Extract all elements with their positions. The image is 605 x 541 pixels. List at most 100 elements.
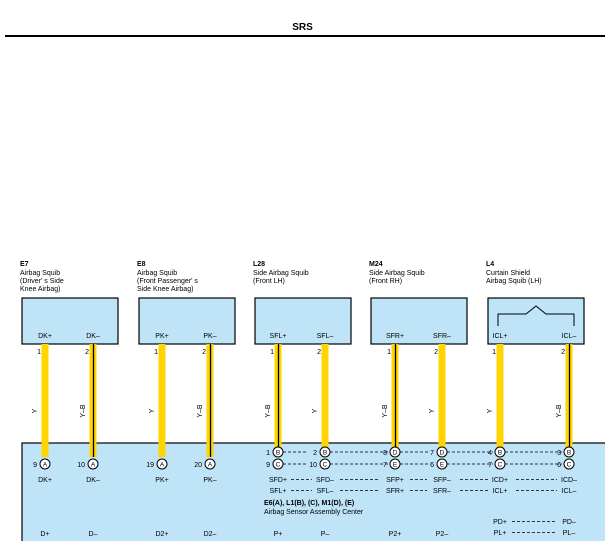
ecu-pin-number: 6: [430, 462, 434, 469]
header-rule: [5, 35, 605, 37]
ecu-internal-label: SFL–: [317, 488, 334, 495]
ecu-bottom-label: P2+: [389, 531, 402, 538]
component-pin-label: SFR–: [433, 333, 451, 340]
component-name-line: Knee Airbag): [20, 286, 60, 293]
component-pin-number: 2: [561, 349, 565, 356]
component-box: [254, 297, 352, 345]
component-name-line: Airbag Squib: [20, 270, 60, 277]
ecu-bottom-label: P2–: [436, 531, 449, 538]
ecu-internal-label: SFP–: [433, 477, 451, 484]
connector-letter: A: [43, 462, 48, 469]
ecu-internal-label: PD+: [493, 519, 507, 526]
component-name-line: (Front Passenger' s: [137, 278, 198, 285]
wire: [41, 344, 49, 457]
connector-circle: [156, 458, 168, 470]
component-pin-label: PK+: [155, 333, 168, 340]
component-pin-number: 1: [154, 349, 158, 356]
ecu-pin-label: PK+: [155, 477, 168, 484]
connector-letter: A: [160, 462, 165, 469]
wire: [321, 344, 329, 457]
ecu-bottom-label: D2–: [204, 531, 217, 538]
component-name-line: Airbag Squib: [137, 270, 177, 277]
connector-letter: B: [323, 450, 327, 457]
ecu-pin-number: 20: [194, 462, 202, 469]
connector-letter: B: [567, 450, 571, 457]
ecu-pin-number: 4: [488, 450, 492, 457]
ecu-pin-number: 6: [557, 462, 561, 469]
connector-circle: [204, 458, 216, 470]
wire-color-label: Y–B: [265, 404, 272, 418]
component-box: [138, 297, 236, 345]
ecu-pin-number: 2: [313, 450, 317, 457]
ecu-internal-label: ICD+: [492, 477, 508, 484]
ecu-internal-label: SFL+: [270, 488, 287, 495]
ecu-pin-number: 9: [33, 462, 37, 469]
connector-letter: C: [567, 462, 572, 469]
component-pin-label: SFL+: [270, 333, 287, 340]
wire-color-label: Y: [312, 408, 319, 413]
component-code: E7: [20, 261, 29, 268]
component-name-line: Side Airbag Squib: [253, 270, 309, 277]
component-pin-label: DK+: [38, 333, 52, 340]
connector-circle: [39, 458, 51, 470]
component-pin-label: SFL–: [317, 333, 334, 340]
component-pin-label: ICL–: [562, 333, 577, 340]
connector-circle: [563, 458, 575, 470]
component-pin-label: PK–: [203, 333, 216, 340]
ecu-pin-number: 7: [430, 450, 434, 457]
component-pin-number: 1: [270, 349, 274, 356]
ecu-connectors: E6(A), L1(B), (C), M1(D), (E): [264, 500, 354, 507]
ecu-internal-label: SFD–: [316, 477, 334, 484]
ecu-pin-number: 1: [266, 450, 270, 457]
connector-letter: D: [393, 450, 398, 457]
ecu-bottom-label: D–: [89, 531, 98, 538]
wire-color-label: Y–B: [197, 404, 204, 418]
connector-letter: B: [276, 450, 280, 457]
component-code: L28: [253, 261, 265, 268]
ecu-box: [21, 442, 605, 541]
ecu-pin-number: 7: [383, 462, 387, 469]
connector-letter: E: [440, 462, 445, 469]
ecu-bottom-label: D2+: [155, 531, 168, 538]
wire-color-label: Y: [487, 408, 494, 413]
ecu-internal-label: SFR+: [386, 488, 404, 495]
ecu-internal-label: ICL+: [493, 488, 508, 495]
ecu-internal-label: PL+: [494, 530, 507, 537]
ecu-bottom-label: D+: [40, 531, 49, 538]
ecu-internal-label: SFD+: [269, 477, 287, 484]
component-code: M24: [369, 261, 383, 268]
ecu-internal-label: PL–: [563, 530, 576, 537]
ecu-pin-number: 3: [557, 450, 561, 457]
squib-symbol: [497, 305, 575, 326]
component-pin-label: DK–: [86, 333, 100, 340]
component-name-line: Airbag Squib (LH): [486, 278, 542, 285]
component-name-line: (Driver' s Side: [20, 278, 64, 285]
connector-letter: C: [276, 462, 281, 469]
wire-color-label: Y–B: [80, 404, 87, 418]
ecu-pin-number: 8: [383, 450, 387, 457]
connector-letter: A: [208, 462, 213, 469]
ecu-internal-label: SFP+: [386, 477, 404, 484]
component-name-line: Side Knee Airbag): [137, 286, 193, 293]
wire: [438, 344, 446, 457]
component-pin-number: 1: [492, 349, 496, 356]
connector-letter: A: [91, 462, 96, 469]
ecu-internal-label: SFR–: [433, 488, 451, 495]
ecu-internal-label: ICL–: [562, 488, 577, 495]
wire: [496, 344, 504, 457]
component-pin-number: 2: [85, 349, 89, 356]
component-code: E8: [137, 261, 146, 268]
component-pin-number: 1: [387, 349, 391, 356]
component-pin-number: 2: [434, 349, 438, 356]
page-title: SRS: [292, 22, 313, 33]
ecu-pin-number: 9: [266, 462, 270, 469]
ecu-pin-number: 10: [309, 462, 317, 469]
ecu-internal-label: PD–: [562, 519, 576, 526]
connector-letter: E: [393, 462, 398, 469]
ecu-pin-number: 19: [146, 462, 154, 469]
wire-color-label: Y: [429, 408, 436, 413]
component-pin-number: 2: [202, 349, 206, 356]
wire-color-label: Y: [149, 408, 156, 413]
wire: [158, 344, 166, 457]
